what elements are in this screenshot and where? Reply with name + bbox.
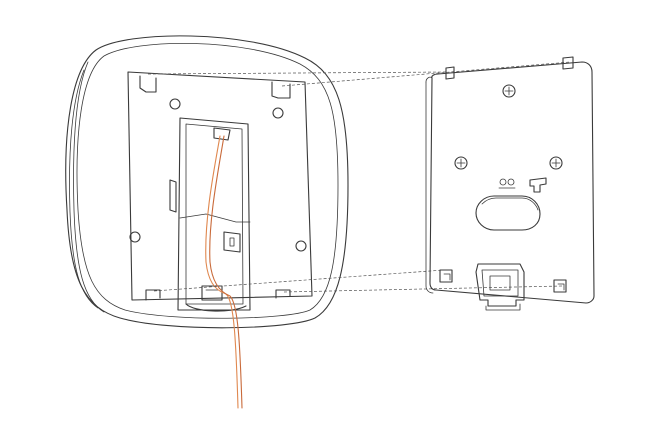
plate-tamper-tab	[529, 177, 547, 193]
plate-cable-opening-depth	[481, 197, 539, 211]
wire-a	[205, 135, 239, 409]
housing-back-panel	[127, 71, 313, 301]
plate-small-screw-b	[507, 178, 515, 186]
screw-boss-bottom-right	[295, 240, 307, 252]
guide-bottom-left	[153, 269, 445, 292]
housing-left-rim	[73, 61, 105, 313]
compartment-bottom-lip	[185, 303, 247, 312]
plate-bottom-right-clip-inner	[557, 283, 565, 291]
side-latch	[169, 179, 177, 213]
alignment-guides	[147, 61, 571, 293]
plate-bottom-left-clip	[439, 269, 453, 283]
top-right-clip	[271, 81, 291, 99]
plate-small-screw-a	[499, 178, 507, 186]
battery-compartment	[177, 117, 251, 311]
housing-left-rim-2	[69, 69, 99, 309]
cable-wires	[205, 135, 243, 409]
wire-b	[209, 135, 243, 409]
device-housing-back	[65, 35, 349, 329]
screw-boss-top-left	[169, 98, 181, 110]
guide-bottom-right	[283, 285, 563, 293]
compartment-inner-wall	[185, 123, 244, 305]
plate-bottom-bracket-face	[481, 269, 519, 297]
wall-mounting-plate	[425, 56, 595, 311]
plate-outline	[429, 61, 595, 304]
housing-outer-shell	[65, 35, 349, 329]
plate-top-right-clip	[562, 56, 574, 70]
plate-edge	[425, 81, 434, 294]
plate-bottom-bracket-slot	[489, 275, 511, 291]
plate-bottom-right-clip	[553, 279, 567, 293]
cable-exit	[201, 285, 223, 301]
plate-screw-top	[502, 84, 516, 98]
plate-cable-opening	[475, 195, 541, 231]
housing-inner-edge	[76, 42, 339, 319]
plate-screw-left	[454, 156, 468, 170]
compartment-divider	[179, 213, 251, 223]
plate-screw-right	[549, 156, 563, 170]
plate-screw-right-slot	[551, 158, 561, 168]
guide-top-right	[281, 61, 571, 87]
plate-bottom-left-clip-inner	[443, 273, 451, 281]
connector-block	[223, 231, 241, 253]
plate-top-left-clip	[445, 66, 455, 80]
top-left-clip	[139, 75, 157, 93]
plate-bottom-bracket	[475, 263, 525, 307]
guide-top-left	[147, 71, 449, 75]
screw-boss-top-right	[272, 107, 284, 119]
plate-screw-top-slot	[504, 86, 514, 96]
compartment-top-tab	[213, 127, 231, 141]
bottom-left-clip	[145, 289, 161, 301]
bottom-right-clip	[275, 289, 291, 299]
plate-bottom-bracket-foot	[485, 303, 521, 311]
plate-screw-left-slot	[456, 158, 466, 168]
connector-pin	[229, 237, 235, 247]
plate-edge-top	[425, 76, 433, 83]
screw-boss-bottom-left	[129, 231, 141, 243]
